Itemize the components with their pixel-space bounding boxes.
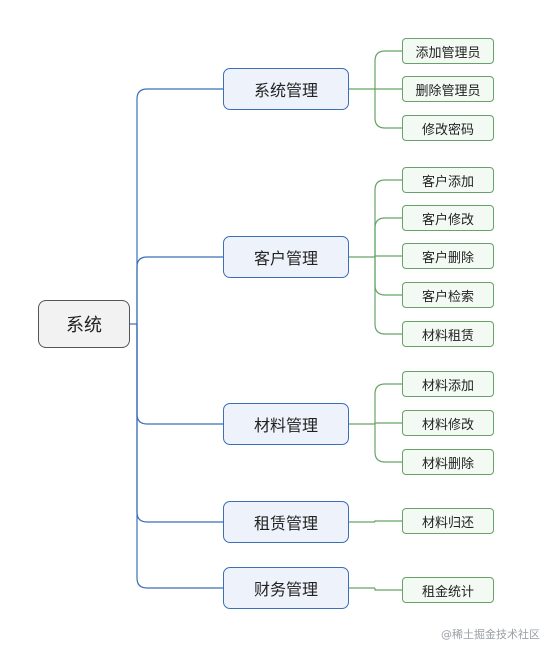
leaf-connector xyxy=(374,89,402,129)
branch-node-system-management[interactable]: 系统管理 xyxy=(223,68,349,110)
leaf-node[interactable]: 材料修改 xyxy=(402,410,494,436)
branch-node-material-management[interactable]: 材料管理 xyxy=(223,403,349,445)
leaf-node[interactable]: 客户检索 xyxy=(402,282,494,308)
leaf-node[interactable]: 材料添加 xyxy=(402,371,494,397)
branch-connector xyxy=(136,324,223,523)
leaf-node[interactable]: 租金统计 xyxy=(402,577,494,603)
leaf-label: 材料修改 xyxy=(421,417,474,433)
leaf-connector xyxy=(374,257,402,335)
leaf-node[interactable]: 客户修改 xyxy=(402,205,494,231)
leaf-connector xyxy=(374,422,402,424)
branch-node-customer-management[interactable]: 客户管理 xyxy=(223,236,349,278)
leaf-label: 材料添加 xyxy=(421,378,474,394)
branch-connector xyxy=(136,324,223,425)
branch-label: 财务管理 xyxy=(253,580,318,599)
root-label: 系统 xyxy=(66,315,102,336)
branch-node-lease-management[interactable]: 租赁管理 xyxy=(223,501,349,543)
leaf-node[interactable]: 客户添加 xyxy=(402,167,494,193)
leaf-label: 客户添加 xyxy=(421,174,474,190)
leaf-connector xyxy=(374,179,402,257)
leaf-label: 材料归还 xyxy=(421,515,474,531)
leaf-label: 材料租赁 xyxy=(421,328,474,344)
leaf-label: 材料删除 xyxy=(421,456,474,472)
leaf-connector xyxy=(374,50,402,89)
branch-label: 材料管理 xyxy=(253,416,318,435)
leaf-label: 客户修改 xyxy=(421,212,474,228)
branch-connector xyxy=(136,324,223,589)
leaf-node[interactable]: 材料归还 xyxy=(402,508,494,534)
leaf-label: 修改密码 xyxy=(421,122,474,138)
leaf-node[interactable]: 修改密码 xyxy=(402,115,494,141)
branch-connector xyxy=(136,88,223,324)
leaf-node[interactable]: 删除管理员 xyxy=(402,76,494,102)
leaf-label: 删除管理员 xyxy=(415,83,481,99)
leaf-node[interactable]: 客户删除 xyxy=(402,243,494,269)
leaf-label: 客户删除 xyxy=(421,250,474,266)
branch-node-finance-management[interactable]: 财务管理 xyxy=(223,567,349,609)
leaf-connector xyxy=(374,217,402,257)
branch-label: 客户管理 xyxy=(253,249,318,268)
leaf-node[interactable]: 材料删除 xyxy=(402,449,494,475)
root-node[interactable]: 系统 xyxy=(38,300,130,348)
leaf-label: 添加管理员 xyxy=(415,45,481,61)
branch-label: 系统管理 xyxy=(253,81,318,100)
watermark: @稀土掘金技术社区 xyxy=(441,628,540,641)
leaf-connector xyxy=(374,588,402,591)
branch-connector xyxy=(136,256,223,324)
leaf-connector xyxy=(374,383,402,424)
leaf-node[interactable]: 材料租赁 xyxy=(402,321,494,347)
leaf-connector xyxy=(374,424,402,463)
leaf-connector xyxy=(374,257,402,296)
leaf-node[interactable]: 添加管理员 xyxy=(402,38,494,64)
branch-label: 租赁管理 xyxy=(253,514,318,533)
leaf-label: 客户检索 xyxy=(421,289,474,305)
leaf-connector xyxy=(374,255,402,257)
leaf-connector xyxy=(374,520,402,522)
leaf-label: 租金统计 xyxy=(421,584,474,600)
